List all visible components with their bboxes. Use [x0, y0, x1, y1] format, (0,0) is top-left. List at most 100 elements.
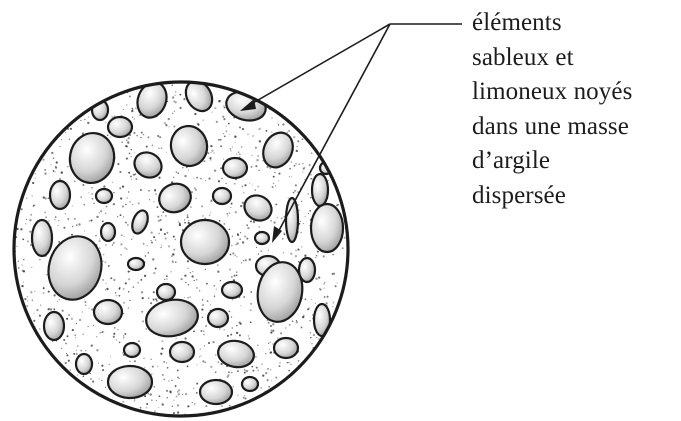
stipple-dot — [149, 199, 150, 200]
stipple-dot — [22, 238, 24, 240]
stipple-dot — [212, 341, 214, 343]
stipple-dot — [119, 187, 121, 189]
stipple-dot — [173, 125, 175, 127]
stipple-dot — [242, 186, 244, 188]
stipple-dot — [158, 154, 159, 155]
stipple-dot — [208, 178, 210, 180]
stipple-dot — [202, 120, 203, 121]
stipple-dot — [108, 265, 110, 267]
stipple-dot — [157, 206, 159, 208]
stipple-dot — [87, 122, 89, 124]
stipple-dot — [204, 345, 205, 346]
stipple-dot — [307, 193, 309, 195]
stipple-dot — [265, 372, 267, 374]
stipple-dot — [220, 139, 222, 141]
stipple-dot — [65, 362, 67, 364]
stipple-dot — [93, 203, 95, 205]
stipple-dot — [196, 383, 198, 385]
stipple-dot — [275, 203, 277, 205]
stipple-dot — [96, 336, 97, 337]
sand-grain — [274, 338, 298, 358]
stipple-dot — [56, 161, 58, 163]
stipple-dot — [117, 216, 119, 218]
stipple-dot — [304, 255, 306, 257]
stipple-dot — [220, 167, 222, 169]
sand-grain — [242, 377, 258, 391]
stipple-dot — [296, 320, 297, 321]
stipple-dot — [316, 255, 317, 256]
stipple-dot — [225, 130, 227, 132]
stipple-dot — [53, 308, 55, 310]
stipple-dot — [179, 378, 180, 379]
stipple-dot — [196, 287, 198, 289]
stipple-dot — [101, 365, 103, 367]
stipple-dot — [67, 335, 69, 337]
stipple-dot — [309, 210, 311, 212]
stipple-dot — [196, 177, 198, 179]
stipple-dot — [32, 300, 33, 301]
stipple-dot — [201, 205, 203, 207]
stipple-dot — [325, 302, 327, 304]
stipple-dot — [43, 287, 45, 289]
stipple-dot — [134, 152, 135, 153]
stipple-dot — [177, 172, 179, 174]
stipple-dot — [257, 345, 258, 346]
stipple-dot — [116, 295, 117, 296]
stipple-dot — [160, 247, 162, 249]
stipple-dot — [248, 335, 250, 337]
stipple-dot — [200, 349, 201, 350]
stipple-dot — [33, 320, 35, 322]
stipple-dot — [153, 272, 155, 274]
stipple-dot — [191, 275, 193, 277]
stipple-dot — [128, 278, 130, 280]
stipple-dot — [302, 163, 304, 165]
stipple-dot — [241, 146, 243, 148]
stipple-dot — [283, 252, 285, 254]
stipple-dot — [57, 301, 58, 302]
stipple-dot — [65, 300, 66, 301]
stipple-dot — [287, 132, 288, 133]
sand-grain — [44, 312, 64, 340]
stipple-dot — [121, 141, 123, 143]
stipple-dot — [262, 375, 264, 377]
stipple-dot — [210, 145, 212, 147]
stipple-dot — [255, 147, 257, 149]
stipple-dot — [279, 362, 281, 364]
stipple-dot — [134, 132, 136, 134]
stipple-dot — [152, 366, 154, 368]
stipple-dot — [107, 135, 109, 137]
stipple-dot — [163, 361, 165, 363]
stipple-dot — [177, 404, 179, 406]
stipple-dot — [166, 232, 168, 234]
stipple-dot — [26, 198, 28, 200]
stipple-dot — [133, 174, 135, 176]
stipple-dot — [30, 214, 32, 216]
stipple-dot — [85, 304, 87, 306]
stipple-dot — [213, 285, 215, 287]
stipple-dot — [164, 279, 166, 281]
stipple-dot — [122, 352, 123, 353]
stipple-dot — [34, 291, 35, 292]
stipple-dot — [142, 320, 144, 322]
stipple-dot — [69, 139, 71, 141]
stipple-dot — [242, 128, 244, 130]
stipple-dot — [270, 325, 272, 327]
stipple-dot — [243, 397, 245, 399]
stipple-dot — [105, 122, 106, 123]
stipple-dot — [76, 323, 77, 324]
stipple-dot — [268, 386, 270, 388]
stipple-dot — [210, 212, 211, 213]
stipple-dot — [252, 135, 253, 136]
stipple-dot — [267, 368, 269, 370]
stipple-dot — [147, 245, 148, 246]
stipple-dot — [129, 271, 130, 272]
stipple-dot — [126, 248, 128, 250]
stipple-dot — [205, 325, 207, 327]
stipple-dot — [126, 139, 128, 141]
sand-grain — [32, 220, 52, 256]
stipple-dot — [54, 219, 56, 221]
stipple-dot — [129, 361, 131, 363]
stipple-dot — [271, 117, 272, 118]
stipple-dot — [297, 146, 298, 147]
stipple-dot — [237, 395, 238, 396]
